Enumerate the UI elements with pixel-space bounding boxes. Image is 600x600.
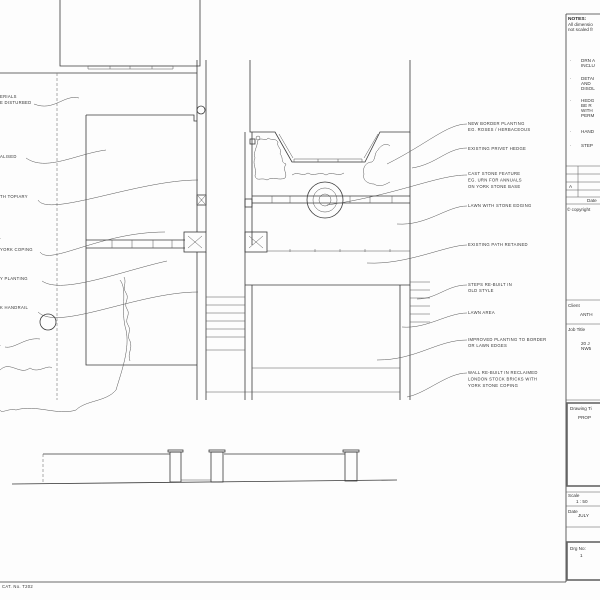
svg-text:YORK COPING: YORK COPING — [0, 247, 33, 252]
svg-text:LAWN AREA: LAWN AREA — [468, 310, 495, 315]
svg-text:LAWN WITH STONE EDGING: LAWN WITH STONE EDGING — [468, 203, 532, 208]
house-outline — [0, 0, 201, 74]
wall-elevation — [11, 449, 398, 485]
svg-text:Scale: Scale — [568, 493, 580, 498]
svg-text:Date: Date — [568, 509, 578, 514]
svg-text:·HAND: ·HAND — [570, 129, 595, 134]
svg-text:ALISED: ALISED — [0, 154, 17, 159]
svg-text:Date: Date — [587, 198, 597, 203]
catalogue-mark: CAT. No. T202 — [2, 584, 33, 589]
svg-text:EXISTING PRIVET HEDGE: EXISTING PRIVET HEDGE — [468, 146, 526, 151]
left-leader-lines — [4, 97, 199, 348]
svg-text:JULY: JULY — [578, 513, 589, 518]
svg-text:© copyright: © copyright — [567, 206, 591, 212]
svg-text:PROP: PROP — [578, 415, 591, 420]
svg-text:Y PLANTING: Y PLANTING — [0, 276, 28, 281]
svg-text:A: A — [569, 184, 573, 189]
right-leader-lines — [326, 123, 468, 398]
left-lawn — [85, 114, 197, 366]
svg-text:ANTH: ANTH — [580, 312, 593, 317]
left-wall-column — [183, 60, 207, 400]
svg-text:Job Title: Job Title — [568, 327, 586, 332]
svg-text:1: 1 — [580, 553, 583, 558]
svg-text:1 : 50: 1 : 50 — [576, 499, 588, 504]
lower-lawn-and-steps — [0, 279, 430, 412]
upper-garden — [244, 60, 411, 286]
svg-text:.: . — [0, 342, 1, 347]
svg-text:·STEP: ·STEP — [570, 143, 593, 148]
svg-text:Client: Client — [568, 303, 580, 308]
svg-text:K HANDRAIL: K HANDRAIL — [0, 305, 29, 310]
svg-text:Drg No:: Drg No: — [570, 546, 586, 551]
svg-text:TH TOPIARY: TH TOPIARY — [0, 194, 28, 199]
svg-text:.: . — [0, 235, 1, 240]
svg-text:EXISTING PATH RETAINED: EXISTING PATH RETAINED — [468, 242, 528, 247]
svg-text:Drawing Ti: Drawing Ti — [570, 406, 592, 411]
svg-text:NOTES:: NOTES: — [568, 16, 587, 22]
